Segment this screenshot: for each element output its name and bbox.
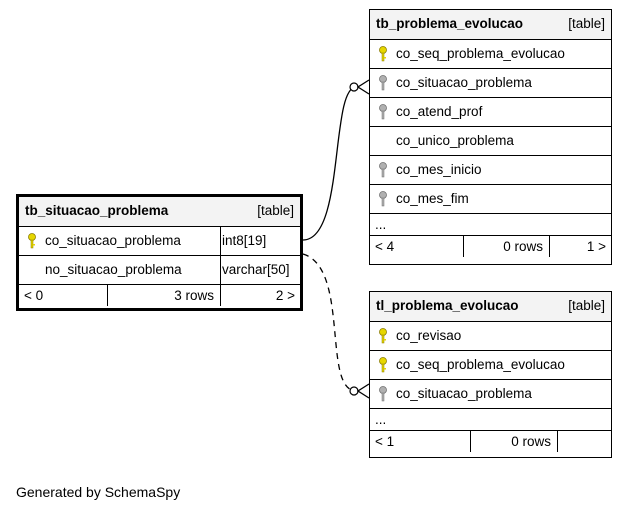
crowfoot-many-icon: [356, 383, 370, 399]
column-type: int8[19]: [222, 233, 267, 248]
generated-by-caption: Generated by SchemaSpy: [16, 484, 181, 500]
relationship-line-problema-evolucao: [302, 86, 357, 241]
crowfoot-many-icon: [356, 79, 370, 95]
table-kind: [table]: [568, 298, 605, 313]
table-name: tb_situacao_problema: [25, 203, 169, 218]
more-columns-ellipsis: ...: [375, 412, 387, 427]
column-name: co_seq_problema_evolucao: [396, 357, 565, 372]
table-kind: [table]: [257, 203, 294, 218]
column-row[interactable]: no_situacao_problema varchar[50]: [19, 255, 300, 284]
column-divider: [220, 227, 221, 255]
column-row[interactable]: co_situacao_problema: [370, 68, 611, 97]
parents-count[interactable]: < 1: [375, 434, 395, 449]
column-divider: [220, 256, 221, 284]
table-footer: < 1 0 rows: [370, 430, 611, 452]
footer-divider: [549, 236, 550, 257]
column-name: no_situacao_problema: [45, 262, 182, 277]
table-footer: < 0 3 rows 2 >: [19, 284, 300, 306]
table-tl-problema-evolucao[interactable]: tl_problema_evolucao [table] co_revisao …: [369, 291, 612, 458]
table-tb-situacao-problema[interactable]: tb_situacao_problema [table] co_situacao…: [16, 194, 303, 311]
column-name: co_unico_problema: [396, 133, 514, 148]
table-header: tb_problema_evolucao [table]: [370, 10, 611, 39]
parents-count[interactable]: < 4: [375, 239, 395, 254]
table-tb-problema-evolucao[interactable]: tb_problema_evolucao [table] co_seq_prob…: [369, 9, 612, 265]
table-footer: < 4 0 rows 1 >: [370, 235, 611, 257]
footer-divider: [463, 236, 464, 257]
column-row[interactable]: co_unico_problema: [370, 126, 611, 155]
column-type: varchar[50]: [222, 262, 290, 277]
primary-key-icon: [379, 46, 387, 62]
row-count: 0 rows: [511, 434, 551, 449]
column-row[interactable]: co_mes_inicio: [370, 155, 611, 184]
column-row[interactable]: co_situacao_problema: [370, 379, 611, 408]
more-columns-row: ...: [370, 213, 611, 235]
column-row[interactable]: co_seq_problema_evolucao: [370, 350, 611, 379]
column-row[interactable]: co_revisao: [370, 321, 611, 350]
column-name: co_situacao_problema: [396, 386, 532, 401]
column-name: co_situacao_problema: [396, 75, 532, 90]
more-columns-ellipsis: ...: [375, 217, 387, 232]
parents-count[interactable]: < 0: [24, 288, 44, 303]
foreign-key-icon: [379, 104, 387, 120]
column-name: co_mes_inicio: [396, 162, 482, 177]
row-count: 0 rows: [503, 239, 543, 254]
table-name: tb_problema_evolucao: [376, 16, 524, 31]
foreign-key-icon: [379, 191, 387, 207]
more-columns-row: ...: [370, 408, 611, 430]
footer-divider: [107, 285, 108, 306]
table-kind: [table]: [568, 16, 605, 31]
column-row[interactable]: co_seq_problema_evolucao: [370, 39, 611, 68]
footer-divider: [470, 431, 471, 452]
column-name: co_seq_problema_evolucao: [396, 46, 565, 61]
column-name: co_situacao_problema: [45, 233, 181, 248]
foreign-key-icon: [379, 162, 387, 178]
table-header: tl_problema_evolucao [table]: [370, 292, 611, 321]
column-name: co_atend_prof: [396, 104, 483, 119]
column-row[interactable]: co_mes_fim: [370, 184, 611, 213]
footer-divider: [557, 431, 558, 452]
table-name: tl_problema_evolucao: [376, 298, 519, 313]
children-count[interactable]: 1 >: [586, 239, 606, 254]
relationship-line-tl-problema-evolucao: [302, 253, 357, 392]
column-name: co_revisao: [396, 328, 462, 343]
column-row[interactable]: co_atend_prof: [370, 97, 611, 126]
row-count: 3 rows: [174, 288, 214, 303]
foreign-key-icon: [379, 75, 387, 91]
children-count[interactable]: 2 >: [275, 288, 295, 303]
primary-key-icon: [379, 357, 387, 373]
primary-key-icon: [379, 328, 387, 344]
table-header: tb_situacao_problema [table]: [19, 197, 300, 226]
foreign-key-icon: [379, 386, 387, 402]
footer-divider: [220, 285, 221, 306]
column-row[interactable]: co_situacao_problema int8[19]: [19, 226, 300, 255]
primary-key-icon: [28, 233, 36, 249]
column-name: co_mes_fim: [396, 191, 469, 206]
